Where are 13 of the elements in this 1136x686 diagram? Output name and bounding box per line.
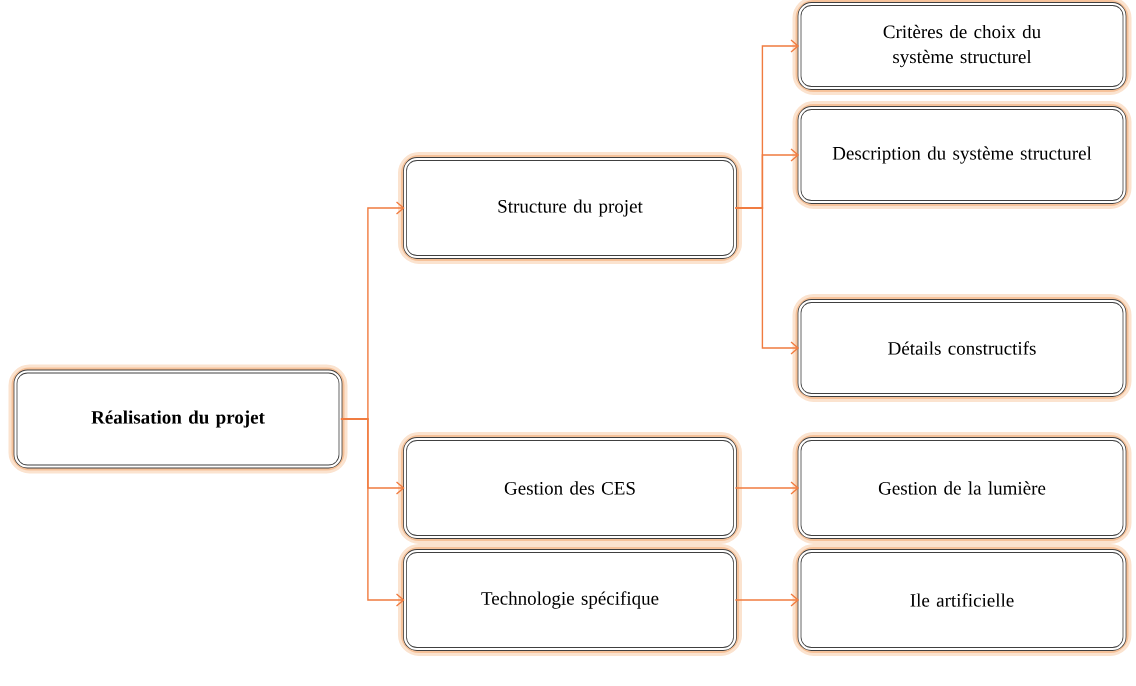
arrow: [734, 481, 800, 495]
process-box: Technologie spécifique: [398, 544, 742, 656]
process-box: Gestion des CES: [398, 432, 742, 544]
process-box: Détails constructifs: [792, 294, 1132, 402]
process-box: Structure du projet: [398, 152, 742, 264]
arrow: [734, 207, 800, 355]
process-box: Description du système structurel: [792, 101, 1132, 209]
process-box: Critères de choix du système structurel: [792, 0, 1132, 95]
process-box: Gestion de la lumière: [792, 432, 1132, 544]
process-box: Ile artificielle: [792, 544, 1132, 656]
arrow: [340, 418, 405, 607]
process-box: Réalisation du projet: [8, 364, 348, 474]
arrow: [734, 593, 800, 607]
